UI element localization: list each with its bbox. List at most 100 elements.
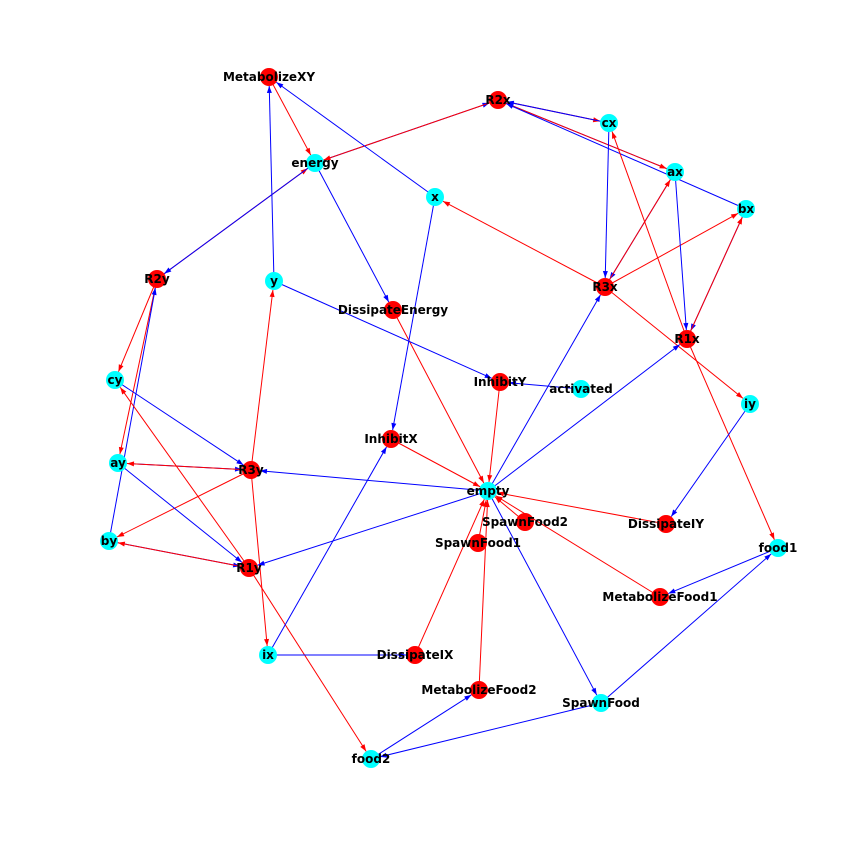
edge-arrowhead [236, 459, 244, 466]
node-ix [259, 646, 277, 664]
edge-arrowhead [164, 267, 172, 274]
edge-arrowhead [496, 491, 505, 497]
node-metabolize-xy [260, 68, 278, 86]
edge-line [276, 81, 436, 198]
edge-food1-to-metabolize-food1 [668, 547, 779, 595]
edge-r3x-to-iy [604, 286, 744, 399]
edge-arrowhead [612, 131, 617, 139]
edge-r2y-to-cy [117, 278, 158, 372]
edge-r1y-to-cy [119, 387, 250, 569]
node-by [100, 532, 118, 550]
node-metabolize-food1 [651, 588, 669, 606]
edge-arrowhead [464, 694, 472, 701]
node-activated [572, 380, 590, 398]
edge-arrowhead [591, 687, 597, 696]
node-label-inhibit-y: InhibitY [474, 375, 527, 389]
node-inhibit-x [382, 430, 400, 448]
edge-line [267, 446, 387, 656]
edge-ix-to-dissipate-ix [268, 652, 406, 658]
node-label-r1x: R1x [674, 332, 700, 346]
edge-ax-to-r1x [674, 171, 689, 331]
edge-line [273, 280, 492, 379]
edge-arrowhead [508, 380, 517, 386]
nodes-layer [100, 68, 787, 768]
edge-food2-to-metabolize-food2 [370, 694, 472, 760]
edge-arrowhead [737, 217, 743, 225]
edge-line [611, 131, 688, 340]
edge-by-to-r2y [108, 287, 157, 542]
edge-line [163, 162, 316, 275]
edge-arrowhead [118, 446, 124, 455]
edge-arrowhead [671, 509, 678, 517]
node-r3y [242, 461, 260, 479]
node-label-metabolize-food1: MetabolizeFood1 [602, 590, 717, 604]
edge-line [323, 99, 499, 161]
edge-line [370, 694, 472, 760]
edge-arrowhead [730, 213, 739, 219]
edge-line [390, 438, 481, 488]
edge-arrowhead [257, 560, 265, 566]
edge-arrowhead [380, 446, 387, 455]
node-label-empty: empty [467, 484, 510, 498]
edge-empty-to-r1y [257, 490, 489, 566]
edge-ay-to-r1y [117, 462, 243, 563]
edge-energy-to-r2y [163, 162, 316, 275]
node-label-r2y: R2y [144, 272, 170, 286]
edge-arrowhead [683, 322, 689, 331]
edge-line [257, 490, 489, 566]
node-r2x [489, 91, 507, 109]
edge-arrowhead [276, 82, 284, 89]
edge-line [268, 85, 275, 282]
node-cy [106, 371, 124, 389]
node-label-energy: energy [291, 156, 338, 170]
edge-empty-to-spawn-food [487, 490, 598, 696]
edge-dissipate-iy-to-empty [496, 491, 667, 525]
edge-line [392, 309, 485, 484]
edge-arrowhead [668, 588, 676, 594]
edge-spawn-food-to-food1 [600, 553, 772, 704]
edge-cx-to-r2x [506, 100, 610, 124]
edge-r3x-to-ax [604, 179, 671, 288]
edge-line [604, 179, 671, 288]
node-label-cy: cy [108, 373, 123, 387]
node-label-ay: ay [110, 456, 126, 470]
edge-bx-to-r2x [506, 103, 747, 210]
edge-r1x-to-food1 [686, 338, 775, 540]
edge-arrowhead [259, 468, 268, 474]
edge-line [496, 492, 667, 525]
node-label-r1y: R1y [236, 561, 262, 575]
node-dissipate-iy [657, 515, 675, 533]
edge-line [600, 553, 772, 704]
edge-line [506, 103, 747, 210]
edge-line [442, 200, 606, 288]
edges-layer [108, 76, 779, 760]
edge-iy-to-dissipate-iy [670, 403, 751, 517]
edge-arrowhead [360, 744, 367, 752]
edge-arrowhead [482, 499, 488, 508]
node-label-inhibit-x: InhibitX [364, 432, 418, 446]
edge-line [487, 490, 598, 696]
edge-line [478, 499, 489, 691]
edge-arrowhead [487, 474, 493, 483]
node-iy [741, 395, 759, 413]
edge-arrowhead [118, 364, 124, 372]
node-dissipate-energy [384, 301, 402, 319]
node-label-r3y: R3y [238, 463, 264, 477]
edge-line [497, 99, 667, 170]
edge-arrowhead [769, 532, 775, 540]
edge-ix-to-inhibit-x [267, 446, 387, 656]
edge-line [119, 278, 158, 455]
node-label-metabolize-food2: MetabolizeFood2 [421, 683, 536, 697]
edge-line [604, 122, 610, 279]
node-label-bx: bx [738, 202, 755, 216]
edge-line [414, 499, 485, 656]
edge-r2y-to-ay [118, 278, 158, 455]
node-bx [737, 200, 755, 218]
edge-arrowhead [151, 287, 157, 296]
edge-arrowhead [602, 270, 608, 279]
edge-line [117, 278, 158, 372]
node-r1y [240, 559, 258, 577]
edge-arrowhead [479, 499, 485, 507]
node-label-dissipate-energy: DissipateEnergy [338, 303, 448, 317]
node-r1x [678, 330, 696, 348]
